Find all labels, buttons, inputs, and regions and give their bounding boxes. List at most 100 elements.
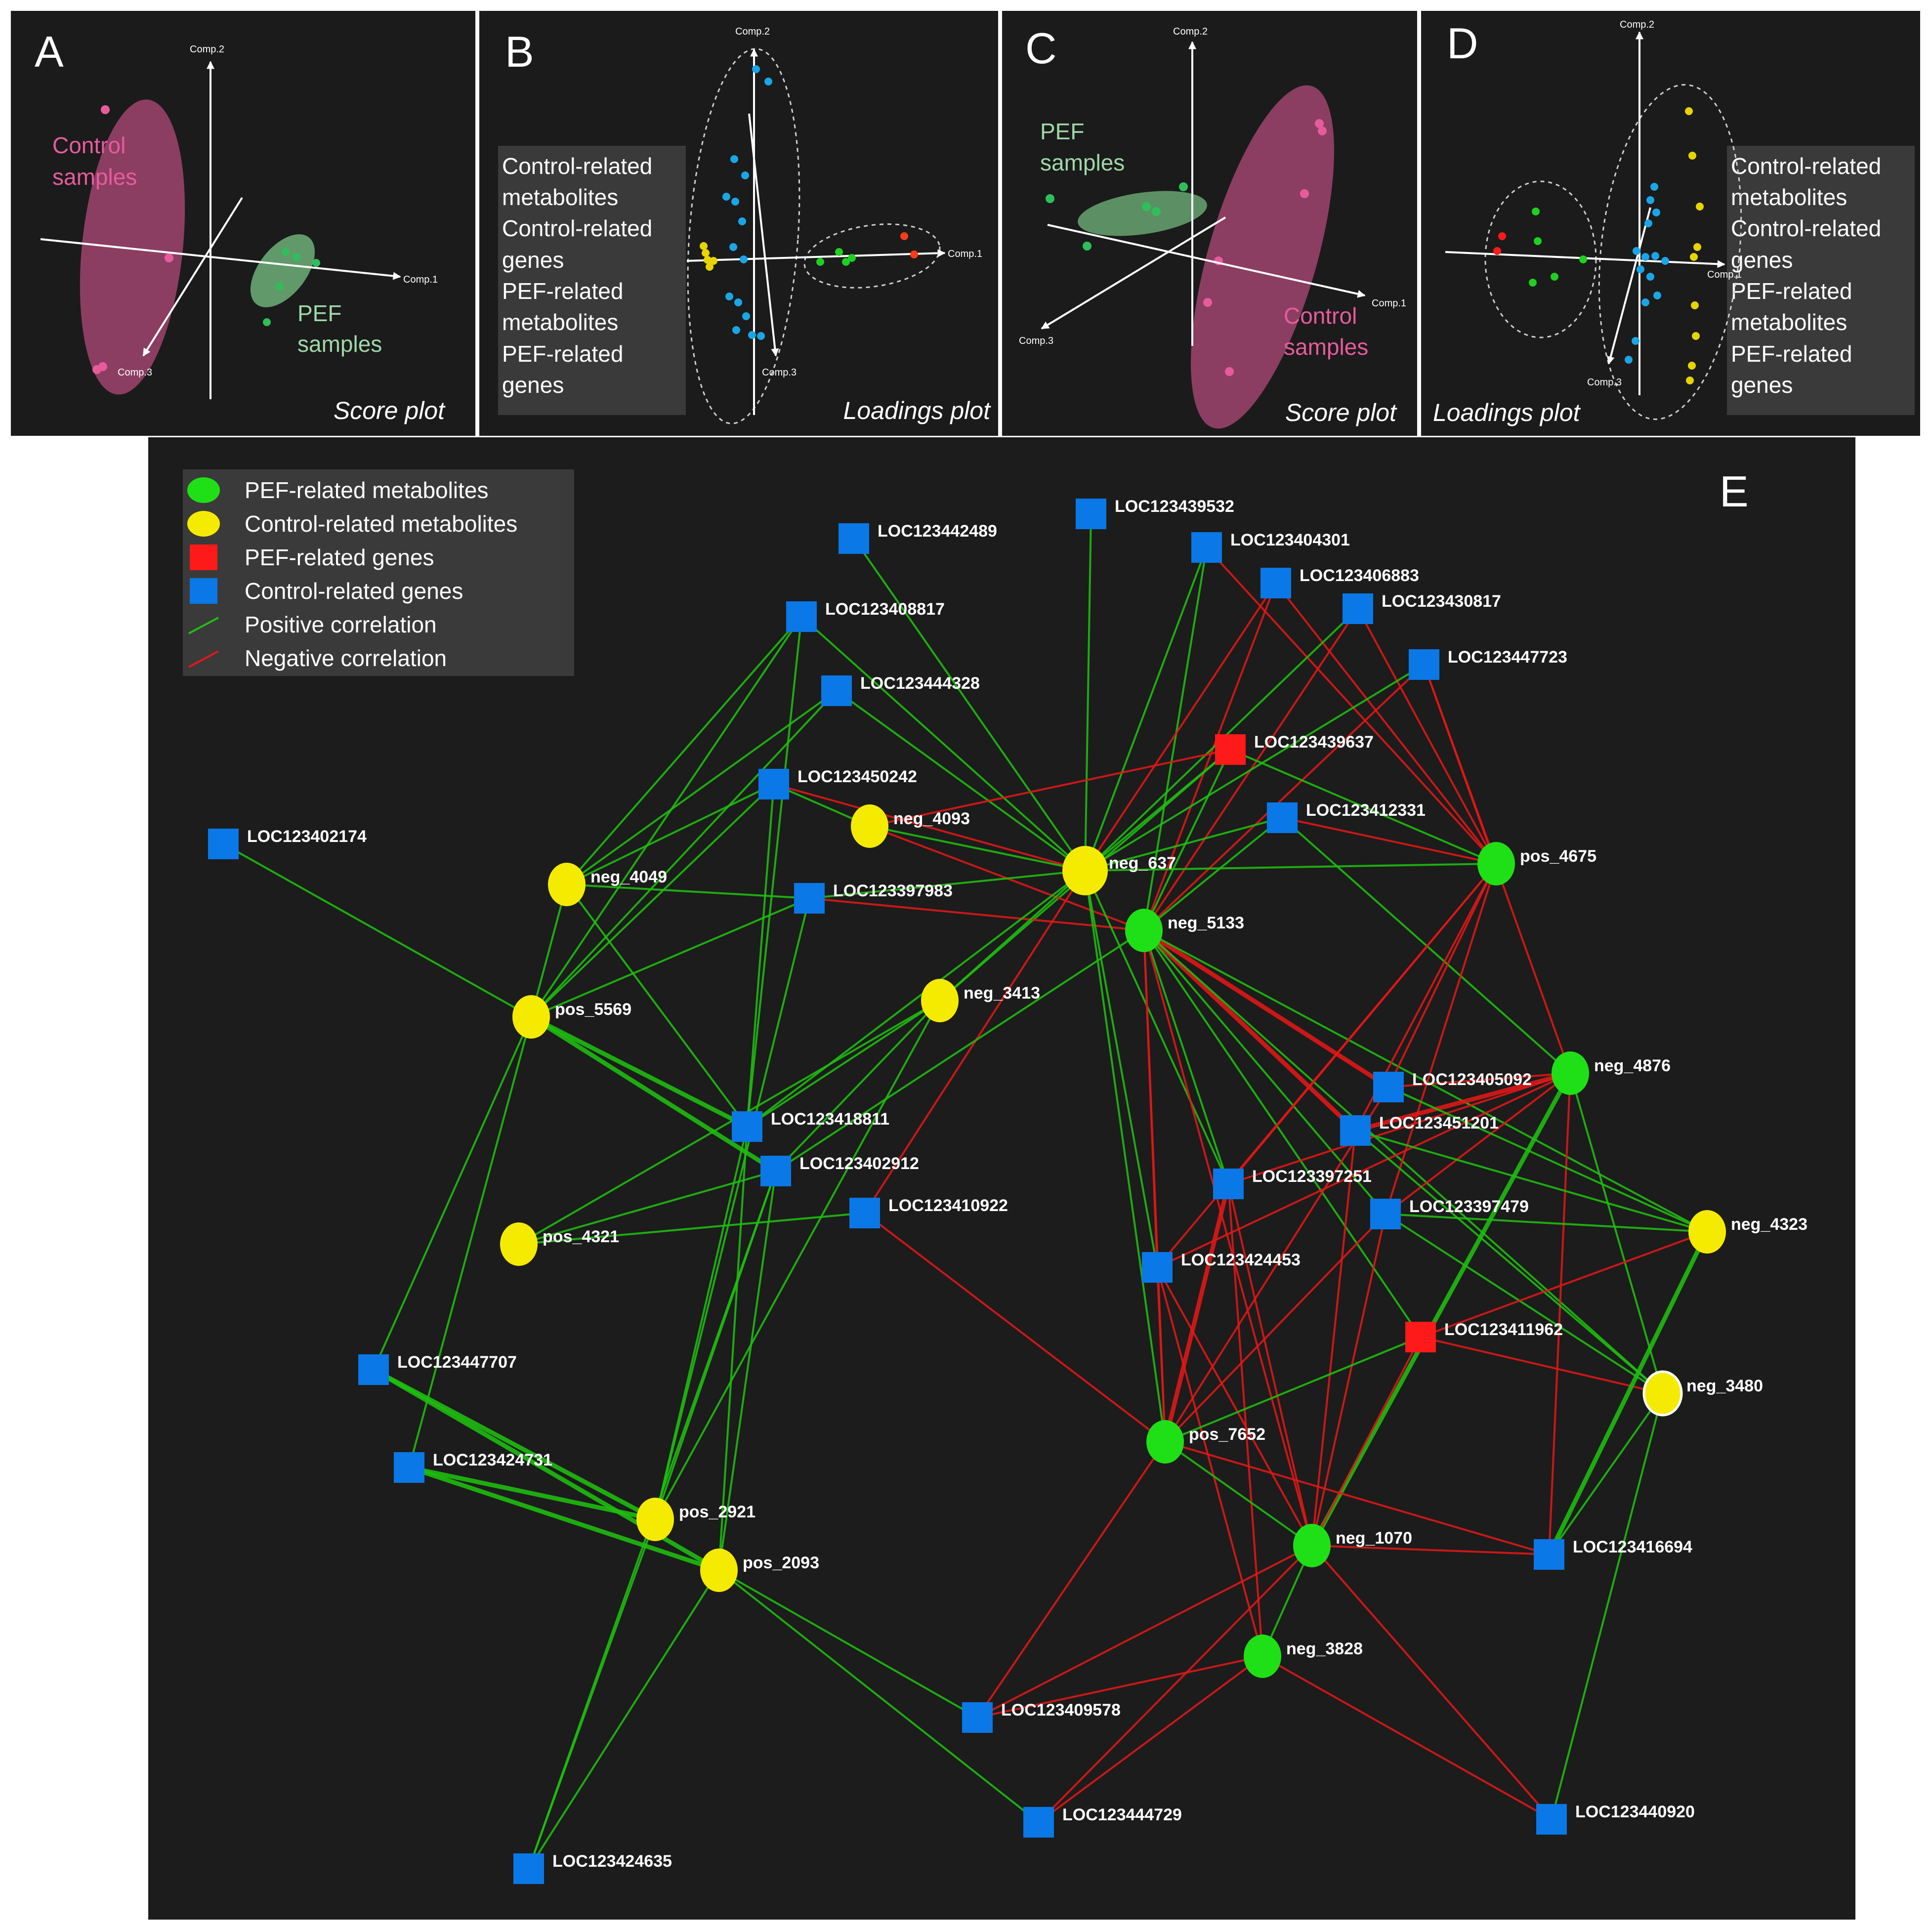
edge-neg-3480-loc123416694 xyxy=(1548,1392,1664,1555)
edge-neg-637-loc123418811 xyxy=(746,870,1086,1128)
node-loc123397251[interactable]: LOC123397251 xyxy=(1213,1167,1372,1199)
node-neg-4049[interactable]: neg_4049 xyxy=(548,863,667,906)
node-loc123444328[interactable]: LOC123444328 xyxy=(821,674,980,706)
node-neg-4876[interactable]: neg_4876 xyxy=(1552,1051,1671,1095)
feature-point xyxy=(1641,298,1649,306)
feature-point xyxy=(1534,237,1542,245)
node-neg-4093[interactable]: neg_4093 xyxy=(851,804,970,848)
edge-loc123451201-neg-1070 xyxy=(1311,1130,1356,1546)
node-circle-pos-4675 xyxy=(1477,842,1515,885)
node-loc123450242[interactable]: LOC123450242 xyxy=(758,767,917,799)
edge-loc123397251-neg-1070 xyxy=(1227,1183,1313,1546)
node-label-loc123397983: LOC123397983 xyxy=(833,881,953,900)
node-loc123439532[interactable]: LOC123439532 xyxy=(1076,497,1234,529)
node-loc123404301[interactable]: LOC123404301 xyxy=(1191,531,1350,563)
legend-item-control-related-metabolites: Control-related metabolites xyxy=(187,511,517,537)
node-loc123447723[interactable]: LOC123447723 xyxy=(1409,648,1567,680)
node-loc123424635[interactable]: LOC123424635 xyxy=(513,1852,672,1884)
edge-loc123402174-pos-5569 xyxy=(223,843,532,1018)
node-loc123424453[interactable]: LOC123424453 xyxy=(1142,1251,1301,1283)
node-loc123411962[interactable]: LOC123411962 xyxy=(1405,1320,1563,1352)
node-loc123440920[interactable]: LOC123440920 xyxy=(1536,1802,1695,1835)
node-loc123397983[interactable]: LOC123397983 xyxy=(794,881,953,914)
legend-line: metabolites xyxy=(502,309,618,335)
node-loc123451201[interactable]: LOC123451201 xyxy=(1340,1114,1499,1146)
node-loc123405092[interactable]: LOC123405092 xyxy=(1373,1070,1532,1102)
node-pos-7652[interactable]: pos_7652 xyxy=(1146,1420,1265,1464)
node-neg-4323[interactable]: neg_4323 xyxy=(1688,1210,1807,1254)
node-loc123444729[interactable]: LOC123444729 xyxy=(1023,1805,1182,1838)
panel-e: E LOC123442489LOC123439532LOC123404301LO… xyxy=(148,437,1855,1920)
node-label-neg-4049: neg_4049 xyxy=(590,868,667,886)
node-loc123409578[interactable]: LOC123409578 xyxy=(962,1701,1121,1733)
node-pos-4321[interactable]: pos_4321 xyxy=(500,1222,619,1266)
node-loc123410922[interactable]: LOC123410922 xyxy=(849,1196,1008,1228)
node-loc123424731[interactable]: LOC123424731 xyxy=(394,1451,552,1483)
node-loc123402174[interactable]: LOC123402174 xyxy=(208,827,367,859)
node-loc123406883[interactable]: LOC123406883 xyxy=(1260,566,1419,598)
sample-point xyxy=(1083,242,1092,251)
node-square-loc123408817 xyxy=(786,601,817,632)
legend-control-genes: Control-related genes xyxy=(502,215,659,273)
node-pos-4675[interactable]: pos_4675 xyxy=(1477,842,1596,885)
edge-neg-5133-loc123402912 xyxy=(775,929,1145,1172)
legend-item-positive-correlation: Positive correlation xyxy=(188,612,437,637)
node-neg-3828[interactable]: neg_3828 xyxy=(1244,1635,1363,1678)
edge-neg-4876-loc123397251 xyxy=(1228,1072,1571,1185)
node-pos-2921[interactable]: pos_2921 xyxy=(636,1498,756,1541)
network-nodes: LOC123442489LOC123439532LOC123404301LOC1… xyxy=(208,497,1807,1884)
edge-neg-3413-loc123402912 xyxy=(775,1000,941,1172)
node-loc123447707[interactable]: LOC123447707 xyxy=(358,1353,517,1385)
sample-point xyxy=(1179,182,1188,191)
node-loc123416694[interactable]: LOC123416694 xyxy=(1534,1538,1692,1570)
node-label-loc123397479: LOC123397479 xyxy=(1409,1197,1529,1216)
edge-loc123408817-neg-637 xyxy=(800,616,1086,872)
edge-neg-4323-loc123416694 xyxy=(1547,1231,1710,1555)
sample-point xyxy=(165,253,173,262)
group-label-line: PEF xyxy=(297,300,341,326)
node-loc123430817[interactable]: LOC123430817 xyxy=(1343,592,1501,624)
legend-pef-metabolites: PEF-related metabolites xyxy=(502,278,630,335)
panel-c-caption: Score plot xyxy=(1285,399,1397,426)
feature-point xyxy=(1652,209,1660,216)
sample-point xyxy=(276,283,284,291)
edge-loc123397251-neg-3828 xyxy=(1227,1183,1263,1657)
node-neg-3480[interactable]: neg_3480 xyxy=(1642,1370,1763,1417)
node-label-loc123411962: LOC123411962 xyxy=(1444,1320,1563,1339)
node-circle-neg-4049 xyxy=(548,863,586,906)
node-loc123418811[interactable]: LOC123418811 xyxy=(732,1110,889,1142)
node-label-loc123444729: LOC123444729 xyxy=(1062,1805,1182,1824)
node-loc123439637[interactable]: LOC123439637 xyxy=(1215,733,1374,765)
edge-loc123424453-pos-7652 xyxy=(1156,1267,1166,1442)
panel-a-letter: A xyxy=(35,27,64,76)
node-neg-5133[interactable]: neg_5133 xyxy=(1125,909,1244,952)
feature-point xyxy=(710,257,717,265)
node-label-loc123444328: LOC123444328 xyxy=(860,674,980,693)
control-sample-points xyxy=(92,105,173,374)
edge-neg-5133-neg-4323 xyxy=(1143,929,1708,1233)
node-circle-pos-5569 xyxy=(512,995,550,1039)
feature-point xyxy=(1646,273,1654,281)
edge-loc123450242-loc123418811 xyxy=(746,784,775,1127)
edge-neg-3413-pos-2921 xyxy=(654,1000,941,1520)
node-loc123402912[interactable]: LOC123402912 xyxy=(760,1154,919,1186)
feature-point xyxy=(757,332,765,340)
axis-comp3 xyxy=(748,113,779,357)
node-loc123442489[interactable]: LOC123442489 xyxy=(839,522,997,554)
feature-point xyxy=(1685,107,1693,115)
node-pos-5569[interactable]: pos_5569 xyxy=(512,995,631,1039)
node-pos-2093[interactable]: pos_2093 xyxy=(700,1549,819,1592)
node-neg-637[interactable]: neg_637 xyxy=(1062,846,1176,895)
panel-b-caption: Loadings plot xyxy=(843,397,992,424)
edge-neg-637-loc123397251 xyxy=(1084,870,1229,1184)
node-label-loc123447707: LOC123447707 xyxy=(397,1353,517,1372)
node-loc123397479[interactable]: LOC123397479 xyxy=(1370,1197,1529,1229)
node-neg-3413[interactable]: neg_3413 xyxy=(921,979,1040,1022)
node-square-loc123397479 xyxy=(1370,1199,1401,1229)
node-loc123412331[interactable]: LOC123412331 xyxy=(1267,801,1426,833)
node-neg-1070[interactable]: neg_1070 xyxy=(1293,1524,1412,1567)
node-loc123408817[interactable]: LOC123408817 xyxy=(786,600,945,632)
node-label-loc123405092: LOC123405092 xyxy=(1412,1070,1532,1089)
axis-label-comp1: Comp.1 xyxy=(403,274,438,285)
control-metabolite-points xyxy=(1685,107,1704,384)
